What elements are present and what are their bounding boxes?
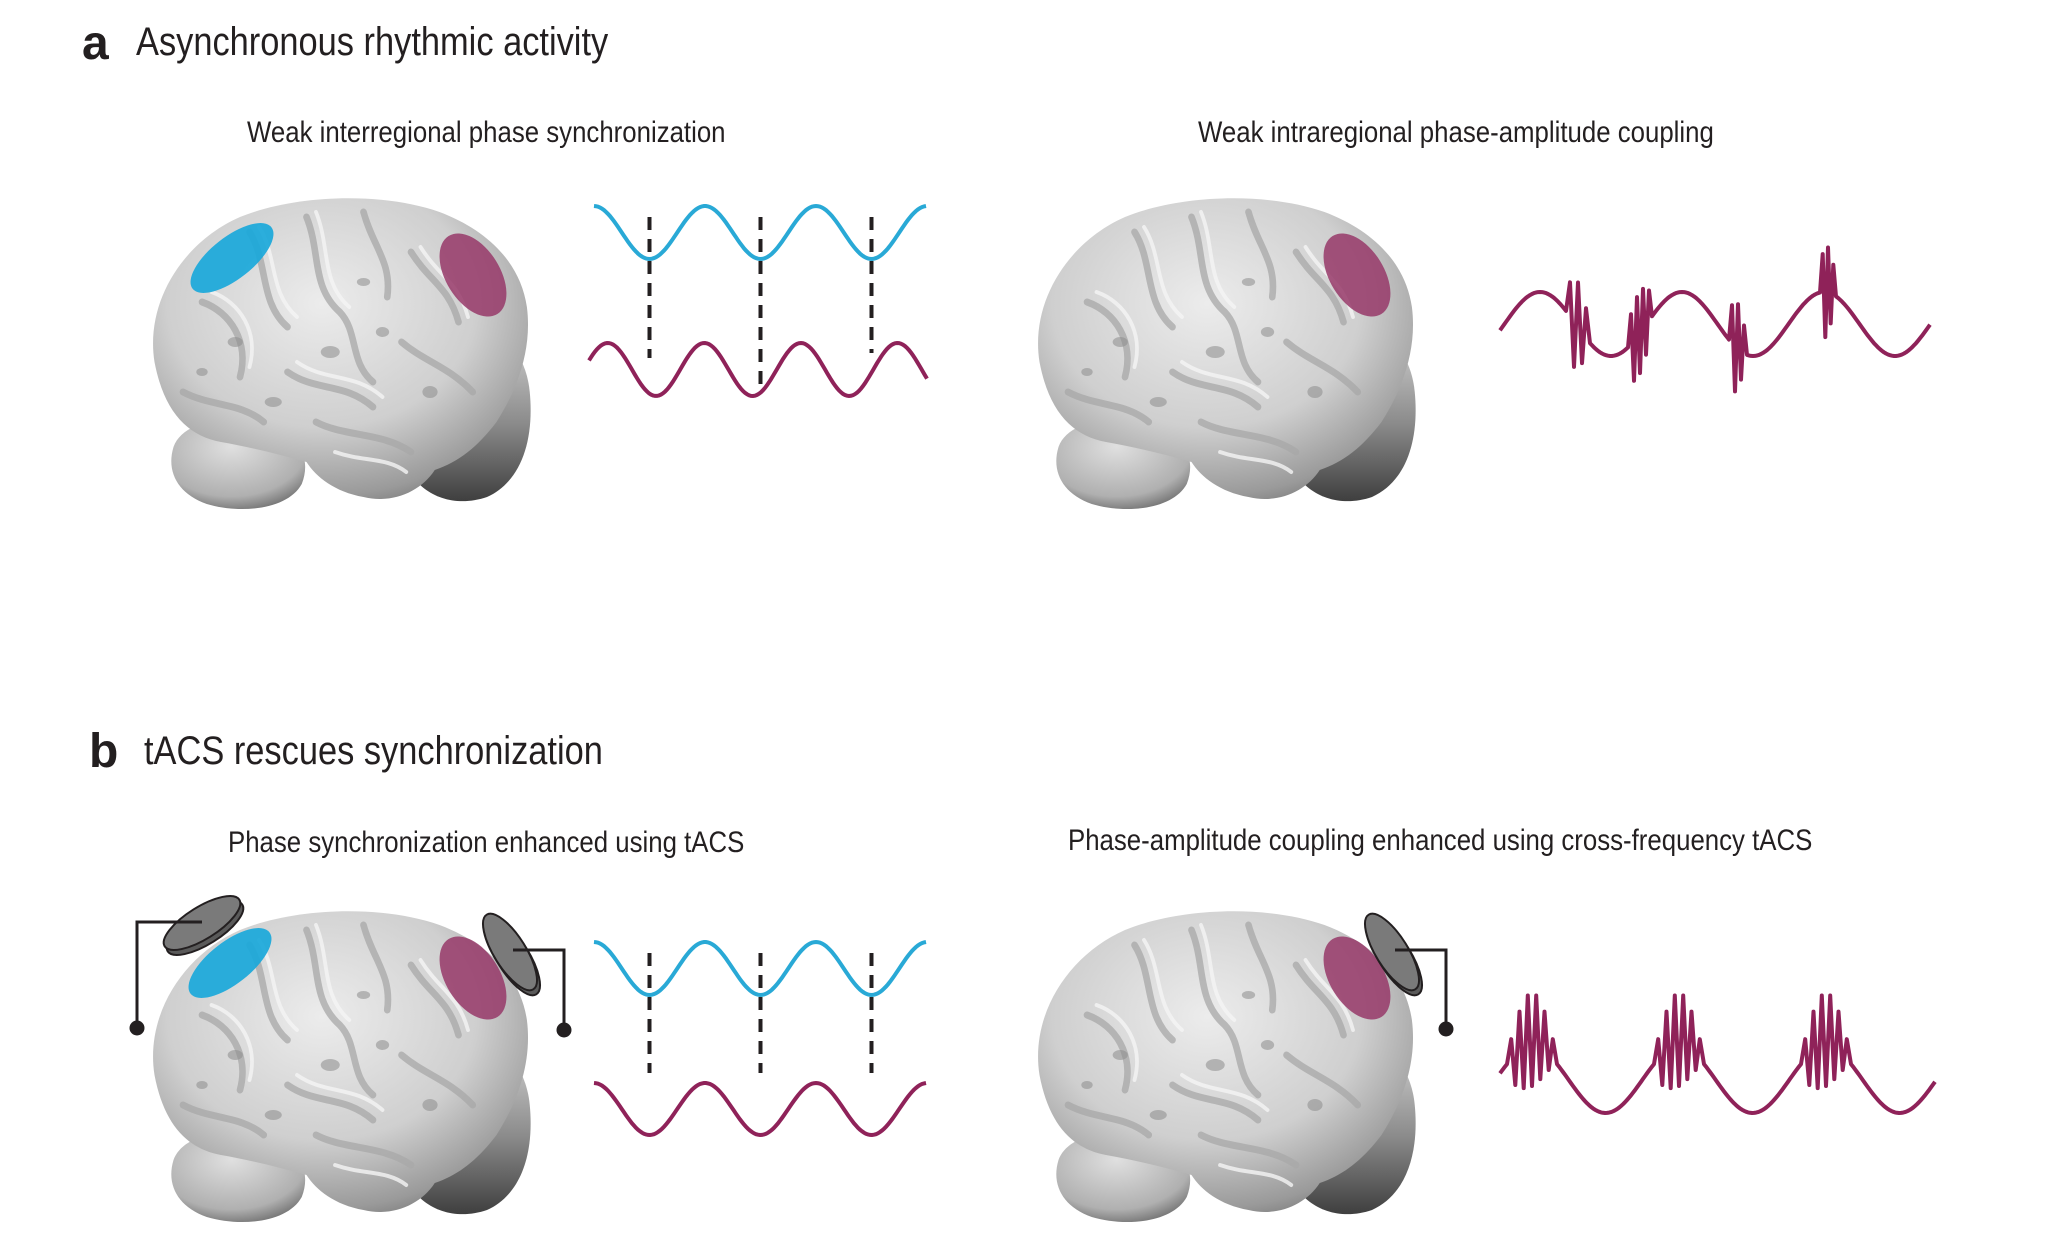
- panel-b-right-electrode-parietal: [1364, 912, 1454, 1037]
- panel-a-left-blue-region: [190, 223, 274, 293]
- panel-b-left-magenta-wave: [593, 1080, 927, 1138]
- brains-layer: [153, 198, 1416, 1222]
- panel-a-left-magenta-wave: [587, 340, 929, 399]
- electrodes-layer: [129, 895, 1454, 1038]
- panel-a-left-magenta-region: [439, 233, 507, 317]
- electrode-wire: [1395, 948, 1448, 1029]
- panel-b-left-subtitle: Phase synchronization enhanced using tAC…: [228, 826, 745, 859]
- panel-b-right-magenta-region: [1323, 936, 1391, 1020]
- electrode-wire: [135, 920, 202, 1028]
- panel-b-letter: b: [89, 725, 119, 778]
- panel-a-left-subtitle: Weak interregional phase synchronization: [247, 116, 726, 149]
- panel-a-right-pac-wave: [1498, 245, 1932, 394]
- panel-a-right-subtitle: Weak intraregional phase-amplitude coupl…: [1198, 116, 1714, 149]
- panel-b-left-magenta-region: [439, 936, 507, 1020]
- panel-a-letter: a: [82, 17, 109, 70]
- panel-b-right-pac-wave: [1498, 993, 1937, 1115]
- electrode-pad-icon: [1364, 912, 1420, 992]
- panel-a-left-blue-wave: [593, 203, 927, 262]
- regions-layer: [188, 223, 1391, 1020]
- electrode-wire: [513, 948, 566, 1030]
- panel-b-left-blue-wave: [593, 939, 927, 998]
- panel-b-left-electrode-parietal: [482, 912, 572, 1038]
- waves-layer: [587, 203, 1937, 1138]
- panel-b-right-subtitle: Phase-amplitude coupling enhanced using …: [1068, 824, 1813, 857]
- electrode-terminal-dot: [1438, 1021, 1454, 1037]
- panel-a-title: Asynchronous rhythmic activity: [136, 20, 609, 64]
- electrode-pad-icon: [482, 912, 538, 992]
- electrode-terminal-dot: [556, 1022, 572, 1038]
- electrode-terminal-dot: [129, 1020, 145, 1036]
- panel-b-left-electrode-frontal: [129, 895, 245, 1036]
- panel-b-title: tACS rescues synchronization: [144, 729, 603, 773]
- panel-b-left-blue-region: [188, 928, 272, 998]
- panel-a-right-magenta-region: [1323, 233, 1391, 317]
